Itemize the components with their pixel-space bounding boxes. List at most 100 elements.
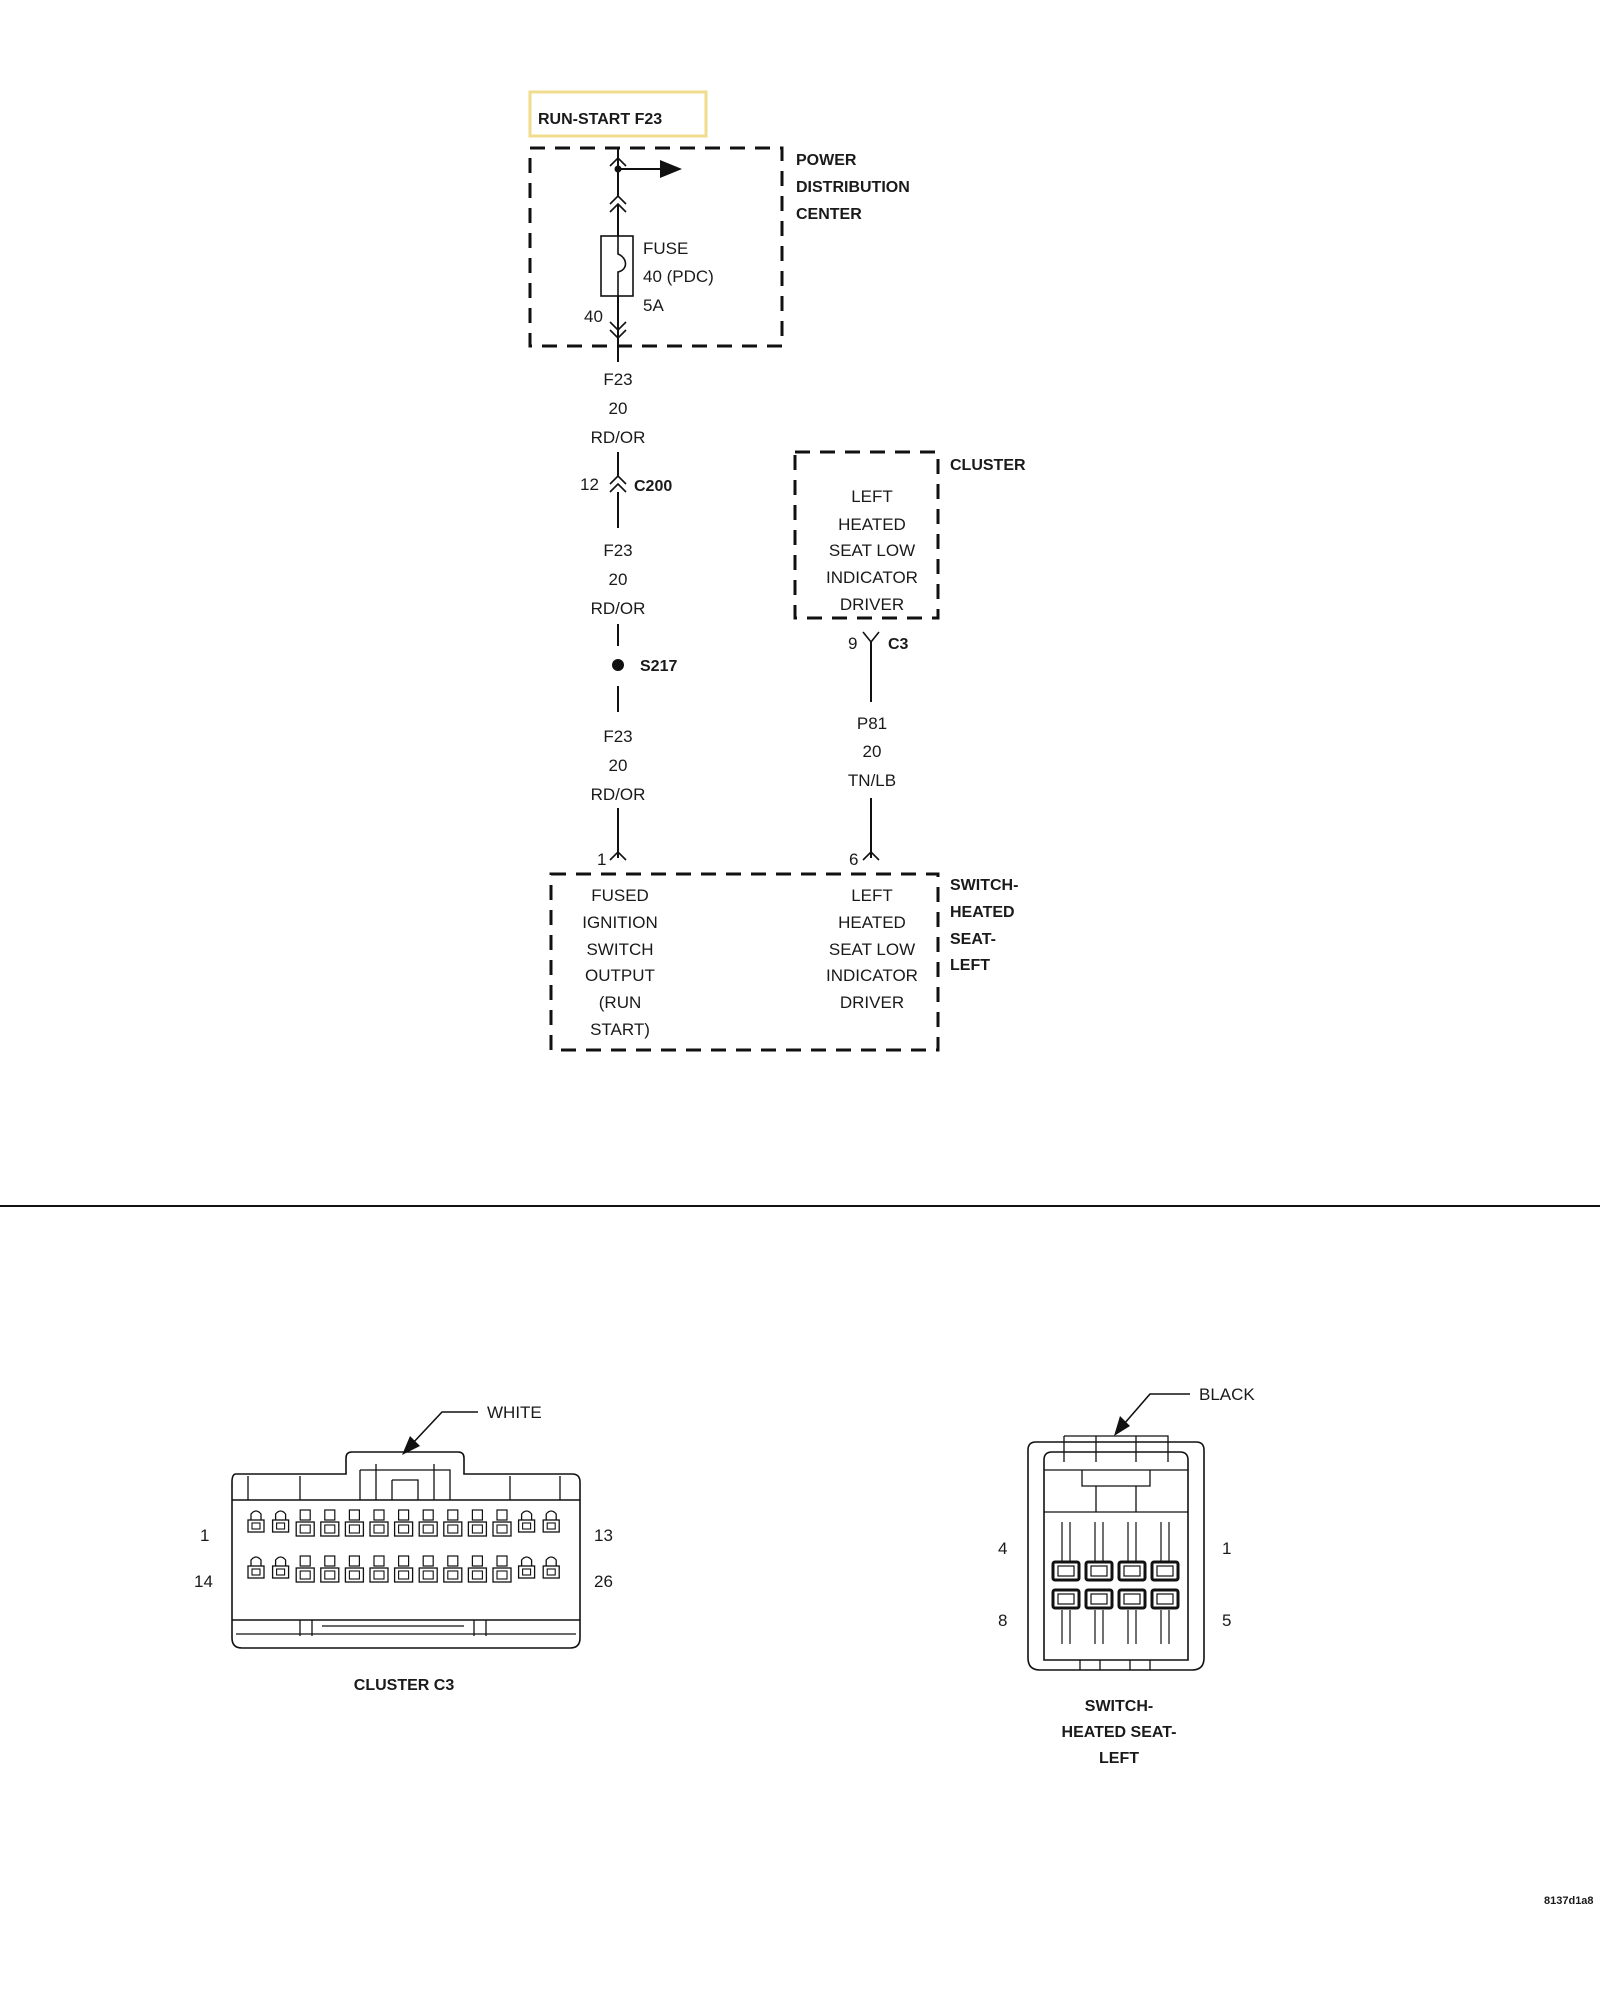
c3-cavity xyxy=(467,1555,488,1583)
c3-latch xyxy=(359,1464,451,1500)
c3-cavity xyxy=(492,1555,512,1583)
pdc-label-line-1: POWER xyxy=(796,152,857,169)
switch-right-line-5: DRIVER xyxy=(840,993,904,1012)
wire-2-circuit: F23 xyxy=(603,541,632,560)
c3-cavity xyxy=(344,1509,365,1537)
cluster-function-line-5: DRIVER xyxy=(840,595,904,614)
fuse-label-line-3: 5A xyxy=(643,296,664,315)
c3-cavity xyxy=(418,1555,438,1583)
wire-3-color: RD/OR xyxy=(591,785,646,804)
c3-cavity xyxy=(443,1509,463,1537)
c3-cavity xyxy=(344,1555,365,1583)
switch-pin-6-chevron xyxy=(862,850,880,861)
switch-left-line-3: SWITCH xyxy=(586,940,653,959)
title-text: RUN-START F23 xyxy=(538,111,662,128)
switch-color-leader xyxy=(1123,1393,1190,1425)
c200-chevron-top xyxy=(609,474,627,485)
switch-pin-6-label: 6 xyxy=(849,850,858,869)
c3-cavity xyxy=(271,1556,290,1579)
c3-housing-outline xyxy=(231,1451,581,1649)
circuit-title: RUN-START F23 xyxy=(528,90,708,138)
switch-pin-label-1: 1 xyxy=(1222,1539,1231,1558)
wire-4-gauge: 20 xyxy=(863,742,882,761)
c3-cavity xyxy=(271,1510,290,1533)
switch-heated-seat-left: SWITCH- HEATED SEAT- LEFT FUSED IGNITION… xyxy=(549,872,1018,1052)
switch-right-line-1: LEFT xyxy=(851,886,893,905)
fuse-output-chevron-bottom xyxy=(609,329,627,340)
c3-bottom-slots xyxy=(299,1620,487,1636)
switch-latch xyxy=(1044,1469,1188,1513)
c3-color-leader-arrow xyxy=(402,1436,420,1455)
switch-left-line-6: START) xyxy=(590,1020,650,1039)
cluster-c3-pin-label: 9 xyxy=(848,634,857,653)
switch-cavity-grid xyxy=(1051,1522,1180,1644)
c3-cavity-grid xyxy=(247,1509,560,1583)
image-code: 8137d1a8 xyxy=(1544,1895,1594,1907)
pdc-label-line-3: CENTER xyxy=(796,206,862,223)
switch-left-line-1: FUSED xyxy=(591,886,649,905)
cluster-c3-chevron xyxy=(862,631,880,644)
switch-cavity xyxy=(1117,1522,1147,1582)
fuse-label-line-1: FUSE xyxy=(643,239,688,258)
c3-cavity xyxy=(320,1509,340,1537)
cluster-function-line-3: SEAT LOW xyxy=(829,541,915,560)
switch-right-line-4: INDICATOR xyxy=(826,966,918,985)
c200-chevron-bottom xyxy=(609,482,627,493)
cluster-module: CLUSTER LEFT HEATED SEAT LOW INDICATOR D… xyxy=(793,450,1026,653)
c3-cavity xyxy=(443,1555,463,1583)
cluster-function-line-4: INDICATOR xyxy=(826,568,918,587)
switch-color-leader-arrow xyxy=(1114,1416,1130,1436)
c3-cavity xyxy=(517,1510,536,1533)
switch-pin-label-8: 8 xyxy=(998,1611,1007,1630)
bus-cavity-chevron xyxy=(609,156,627,167)
switch-cavity xyxy=(1117,1588,1147,1644)
wire-f23-segment-2: F23 20 RD/OR xyxy=(591,492,646,646)
switch-cavity xyxy=(1051,1522,1081,1582)
cluster-c3-name-label: C3 xyxy=(888,636,909,653)
fuse-element xyxy=(617,236,627,296)
splice-dot xyxy=(612,659,624,671)
cluster-name-label: CLUSTER xyxy=(950,457,1026,474)
switch-name-line-2: HEATED xyxy=(950,904,1015,921)
power-distribution-center: POWER DISTRIBUTION CENTER FUSE 40 (PDC) … xyxy=(528,146,910,348)
switch-bottom-feet xyxy=(1079,1660,1151,1670)
pdc-dashed-box xyxy=(528,146,784,348)
fuse-input-chevron-top xyxy=(609,194,627,205)
switch-left-line-5: (RUN xyxy=(599,993,642,1012)
switch-cavity xyxy=(1084,1522,1114,1582)
fuse-symbol xyxy=(600,235,634,297)
c3-color-leader xyxy=(411,1411,478,1445)
switch-housing-outline xyxy=(1027,1441,1205,1671)
c3-cavity xyxy=(467,1509,488,1537)
switch-cavity xyxy=(1150,1588,1180,1644)
wire-2-color: RD/OR xyxy=(591,599,646,618)
switch-color-label: BLACK xyxy=(1199,1385,1255,1404)
switch-connector-view: BLACK 4 1 8 5 SWITCH- HEATED SEAT- LEFT xyxy=(998,1385,1255,1767)
switch-name-line-4: LEFT xyxy=(950,957,990,974)
wire-f23-segment-3: F23 20 RD/OR 1 xyxy=(591,686,646,869)
switch-view-title-line-3: LEFT xyxy=(1099,1750,1139,1767)
c3-cavity xyxy=(542,1510,560,1533)
c3-cavity xyxy=(393,1555,414,1583)
cluster-function-line-1: LEFT xyxy=(851,487,893,506)
switch-left-line-4: OUTPUT xyxy=(585,966,655,985)
switch-pin-label-4: 4 xyxy=(998,1539,1007,1558)
wire-3-gauge: 20 xyxy=(609,756,628,775)
wire-p81: P81 20 TN/LB 6 xyxy=(848,642,896,869)
switch-view-title-line-2: HEATED SEAT- xyxy=(1062,1724,1177,1741)
switch-view-title-line-1: SWITCH- xyxy=(1085,1698,1153,1715)
switch-name-line-1: SWITCH- xyxy=(950,877,1018,894)
wire-4-color: TN/LB xyxy=(848,771,896,790)
switch-pin-label-5: 5 xyxy=(1222,1611,1231,1630)
c3-cavity xyxy=(492,1509,512,1537)
wire-4-circuit: P81 xyxy=(857,714,887,733)
switch-inner-outline xyxy=(1043,1451,1189,1661)
c3-cavity xyxy=(369,1509,389,1537)
c200-pin-label: 12 xyxy=(580,475,599,494)
cluster-c3-connector-view: WHITE 1 13 14 26 CLUSTER C3 xyxy=(194,1403,613,1694)
c3-pin-label-13: 13 xyxy=(594,1526,613,1545)
c200-name-label: C200 xyxy=(634,478,672,495)
fuse-pin-label: 40 xyxy=(584,307,603,326)
switch-right-line-2: HEATED xyxy=(838,913,906,932)
wire-1-color: RD/OR xyxy=(591,428,646,447)
